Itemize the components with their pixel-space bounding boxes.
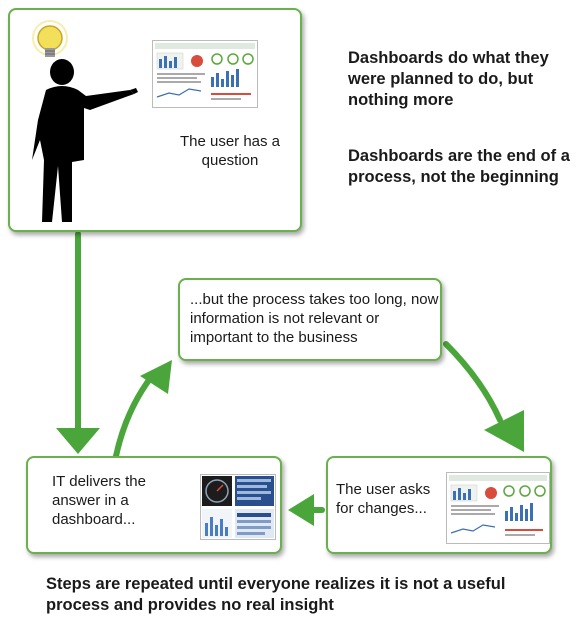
- arrow-down-head: [56, 428, 100, 454]
- arrow-up-head: [140, 360, 172, 394]
- deliver-text: IT delivers the answer in a dashboard...: [52, 473, 146, 528]
- changes-box: The user asks for changes...: [326, 456, 552, 554]
- question-box-art: [32, 20, 138, 222]
- changes-text: The user asks for changes...: [336, 481, 431, 517]
- process-text: ...but the process takes too long, now i…: [190, 291, 439, 346]
- lightbulb-icon: [32, 20, 68, 57]
- footer-note: Steps are repeated until everyone realiz…: [46, 575, 506, 614]
- arrow-process-head: [484, 410, 524, 452]
- dashboard-thumbnail-icon: [200, 474, 276, 540]
- side-note-planned: Dashboards do what they were planned to …: [348, 49, 549, 109]
- presenter-silhouette-icon: [32, 59, 138, 222]
- dashboard-thumbnail-icon: [152, 40, 258, 108]
- arrow-left-head: [288, 494, 314, 526]
- dashboard-thumbnail-icon: [446, 472, 550, 544]
- side-note-end-of-process: Dashboards are the end of a process, not…: [348, 147, 570, 186]
- arrow-up-curve: [113, 373, 155, 459]
- question-text: The user has a question: [179, 133, 281, 169]
- arrow-process-curve: [443, 341, 503, 423]
- deliver-box: IT delivers the answer in a dashboard...: [26, 456, 282, 554]
- question-box: The user has a question: [8, 8, 302, 232]
- process-box: ...but the process takes too long, now i…: [178, 278, 442, 361]
